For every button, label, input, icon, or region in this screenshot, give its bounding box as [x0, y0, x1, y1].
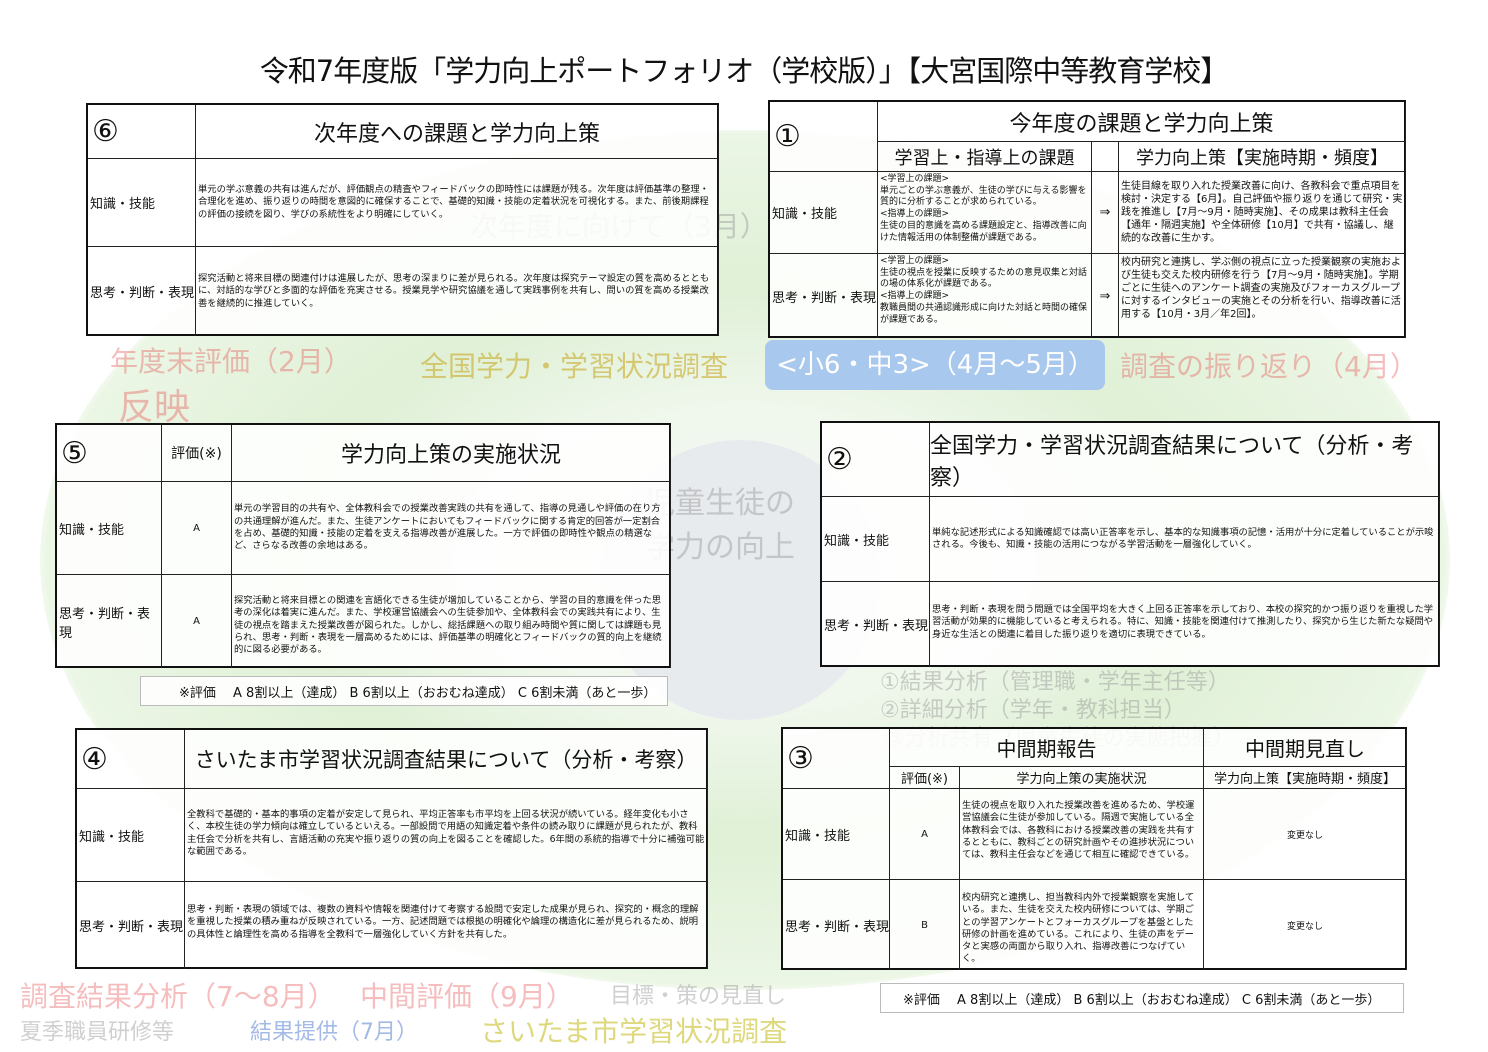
- cell-text: 校内研究と連携し、担当教科内外で授業観察を実施している。また、生徒を交えた校内研…: [960, 880, 1204, 970]
- section-number: ①: [770, 102, 878, 172]
- section-title: 次年度への課題と学力向上策: [196, 105, 719, 159]
- row-label: 知識・技能: [822, 497, 930, 582]
- section-number: ②: [822, 423, 930, 497]
- bg-label: 全国学力・学習状況調査: [420, 350, 729, 383]
- section-5-implementation: ⑤ 評価(※) 学力向上策の実施状況 知識・技能 A 単元の学習目的の共有や、全…: [55, 423, 671, 668]
- mid-report-title: 中間期報告: [890, 729, 1204, 767]
- cell-text: <学習上の課題> 生徒の視点を授業に反映するための意見収集と対話の場の体系化が課…: [878, 254, 1092, 338]
- column-header: 学力向上策【実施時期・頻度】: [1119, 142, 1406, 172]
- cell-text: 単元の学習目的の共有や、全体教科会での授業改善実践の共有を通して、指導の見通しや…: [232, 482, 671, 575]
- row-label: 思考・判断・表現: [77, 882, 185, 969]
- eval-legend: ※評価 A 8割以上（達成） B 6割以上（おおむね達成） C 6割未満（あと一…: [880, 983, 1404, 1013]
- section-3-midterm: ③ 中間期報告 中間期見直し 評価(※) 学力向上策の実施状況 学力向上策【実施…: [781, 727, 1407, 970]
- bg-label: ②詳細分析（学年・教科担当）: [880, 698, 1186, 723]
- eval-legend: ※評価 A 8割以上（達成） B 6割以上（おおむね達成） C 6割未満（あと一…: [140, 676, 668, 706]
- plan-header: 学力向上策【実施時期・頻度】: [1204, 767, 1407, 789]
- section-title: 学力向上策の実施状況: [232, 425, 671, 482]
- cell-text: 校内研究と連携し、学ぶ側の視点に立った授業観察の実施および生徒も交えた校内研修を…: [1119, 254, 1406, 338]
- cell-text: 単純な記述形式による知識確認では高い正答率を示し、基本的な知識事項の記憶・活用が…: [930, 497, 1440, 582]
- row-label: 思考・判断・表現: [88, 247, 196, 336]
- bg-label: さいたま市学習状況調査: [480, 1015, 788, 1048]
- cell-text: <学習上の課題> 単元ごとの学ぶ意義が、生徒の学びに与える影響を質的に分析するこ…: [878, 172, 1092, 254]
- bg-label: 調査の振り返り（4月）: [1120, 350, 1418, 383]
- row-label: 知識・技能: [88, 159, 196, 247]
- section-4-saitama-survey: ④ さいたま市学習状況調査結果について（分析・考察） 知識・技能 全教科で基礎的…: [75, 728, 708, 969]
- eval-header: 評価(※): [890, 767, 960, 789]
- cell-text: 思考・判断・表現を問う問題では全国平均を大きく上回る正答率を示しており、本校の探…: [930, 582, 1440, 667]
- bg-label: 中間評価（9月）: [360, 980, 574, 1013]
- section-title: 全国学力・学習状況調査結果について（分析・考察）: [930, 423, 1440, 497]
- plan-cell: 変更なし: [1204, 789, 1407, 880]
- bg-label: 反映: [118, 387, 191, 428]
- cell-text: 生徒の視点を取り入れた授業改善を進めるため、学校運営協議会に生徒が参加している。…: [960, 789, 1204, 880]
- section-2-national-survey: ② 全国学力・学習状況調査結果について（分析・考察） 知識・技能 単純な記述形式…: [820, 421, 1440, 667]
- row-label: 知識・技能: [77, 789, 185, 882]
- section-title: さいたま市学習状況調査結果について（分析・考察）: [185, 730, 708, 789]
- plan-cell: 変更なし: [1204, 880, 1407, 970]
- row-label: 知識・技能: [57, 482, 162, 575]
- section-title: 今年度の課題と学力向上策: [878, 102, 1406, 142]
- mid-review-title: 中間期見直し: [1204, 729, 1407, 767]
- arrow-column-header: [1092, 142, 1119, 172]
- section-number: ③: [783, 729, 890, 789]
- cell-text: 思考・判断・表現の領域では、複数の資料や情報を関連付けて考察する設問で安定した成…: [185, 882, 708, 969]
- bg-label: 結果提供（7月）: [250, 1020, 418, 1045]
- row-label: 思考・判断・表現: [783, 880, 890, 970]
- bg-label: 目標・策の見直し: [610, 984, 787, 1009]
- status-header: 学力向上策の実施状況: [960, 767, 1204, 789]
- bg-label: ①結果分析（管理職・学年主任等）: [880, 670, 1230, 695]
- section-6-next-year: ⑥ 次年度への課題と学力向上策 知識・技能 単元の学ぶ意義の共有は進んだが、評価…: [86, 103, 719, 336]
- arrow-icon: ⇒: [1092, 254, 1119, 338]
- section-number: ④: [77, 730, 185, 789]
- arrow-icon: ⇒: [1092, 172, 1119, 254]
- cell-text: 探究活動と将来目標との関連を言語化できる生徒が増加していることから、学習の目的意…: [232, 575, 671, 668]
- bg-label: 夏季職員研修等: [20, 1020, 175, 1045]
- eval-grade: A: [162, 482, 232, 575]
- eval-header: 評価(※): [162, 425, 232, 482]
- row-label: 知識・技能: [770, 172, 878, 254]
- cell-text: 探究活動と将来目標の関連付けは進展したが、思考の深まりに差が見られる。次年度は探…: [196, 247, 719, 336]
- row-label: 思考・判断・表現: [57, 575, 162, 668]
- row-label: 思考・判断・表現: [822, 582, 930, 667]
- row-label: 思考・判断・表現: [770, 254, 878, 338]
- column-header: 学習上・指導上の課題: [878, 142, 1092, 172]
- section-number: ⑤: [57, 425, 162, 482]
- cell-text: 全教科で基礎的・基本的事項の定着が安定して見られ、平均正答率も市平均を上回る状況…: [185, 789, 708, 882]
- bg-label: 調査結果分析（7～8月）: [20, 980, 336, 1013]
- cell-text: 生徒目線を取り入れた授業改善に向け、各教科会で重点項目を検討・決定する【6月】。…: [1119, 172, 1406, 254]
- bg-label: 年度末評価（2月）: [110, 345, 352, 378]
- eval-grade: A: [890, 789, 960, 880]
- row-label: 知識・技能: [783, 789, 890, 880]
- section-1-this-year: ① 今年度の課題と学力向上策 学習上・指導上の課題 学力向上策【実施時期・頻度】…: [768, 100, 1406, 338]
- eval-grade: B: [890, 880, 960, 970]
- section-number: ⑥: [88, 105, 196, 159]
- eval-grade: A: [162, 575, 232, 668]
- bg-label: <小6・中3>（4月～5月）: [765, 340, 1105, 390]
- page-title: 令和7年度版「学力向上ポートフォリオ（学校版）」【大宮国際中等教育学校】: [259, 54, 1229, 88]
- cell-text: 単元の学ぶ意義の共有は進んだが、評価観点の精査やフィードバックの即時性には課題が…: [196, 159, 719, 247]
